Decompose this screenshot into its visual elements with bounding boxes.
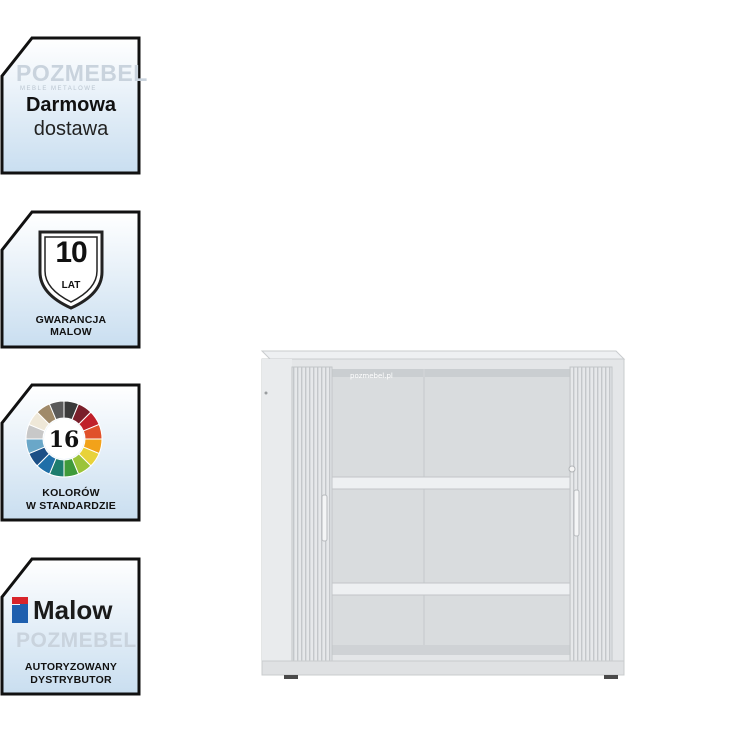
badge-frame [0, 557, 141, 696]
colors-line-1: KOLORÓW [42, 487, 100, 499]
delivery-line-1: Darmowa [25, 94, 117, 116]
free-delivery-badge: POZMEBEL MEBLE METALOWE Darmowa dostawa [0, 36, 147, 176]
warranty-years: 10 [55, 236, 87, 269]
shield-icon [38, 230, 104, 310]
colors-line-2: W STANDARDZIE [26, 500, 116, 512]
dealer-line-2: DYSTRYBUTOR [30, 674, 112, 686]
watermark-subtitle: MEBLE METALOWE [20, 86, 97, 92]
roller-shutter-cabinet-image: pozmebel.pl [258, 345, 628, 690]
badge-frame [0, 36, 141, 175]
dealer-line-1: AUTORYZOWANY [24, 661, 118, 673]
malow-brand-name: Malow [33, 595, 113, 625]
pozmebel-watermark: POZMEBEL [16, 60, 148, 86]
delivery-line-2: dostawa [33, 118, 109, 140]
warranty-unit: LAT [61, 280, 81, 291]
color-wheel-icon [25, 400, 103, 478]
colors-count: 16 [48, 427, 80, 453]
pozmebel-watermark: POZMEBEL [16, 629, 137, 652]
authorized-dealer-badge: Malow POZMEBEL AUTORYZOWANY DYSTRYBUTOR [0, 557, 142, 697]
malow-logo-icon [12, 597, 28, 623]
warranty-badge: 10 LAT GWARANCJA MALOW [0, 210, 142, 350]
warranty-line-2: MALOW [50, 326, 92, 338]
badge-frame [0, 383, 141, 522]
warranty-line-1: GWARANCJA [35, 314, 107, 326]
badge-frame [0, 210, 141, 349]
pozmebel-watermark: pozmebel.pl [350, 372, 393, 380]
color-swatch [48, 400, 65, 421]
colors-badge: 16 KOLORÓW W STANDARDZIE [0, 383, 142, 523]
